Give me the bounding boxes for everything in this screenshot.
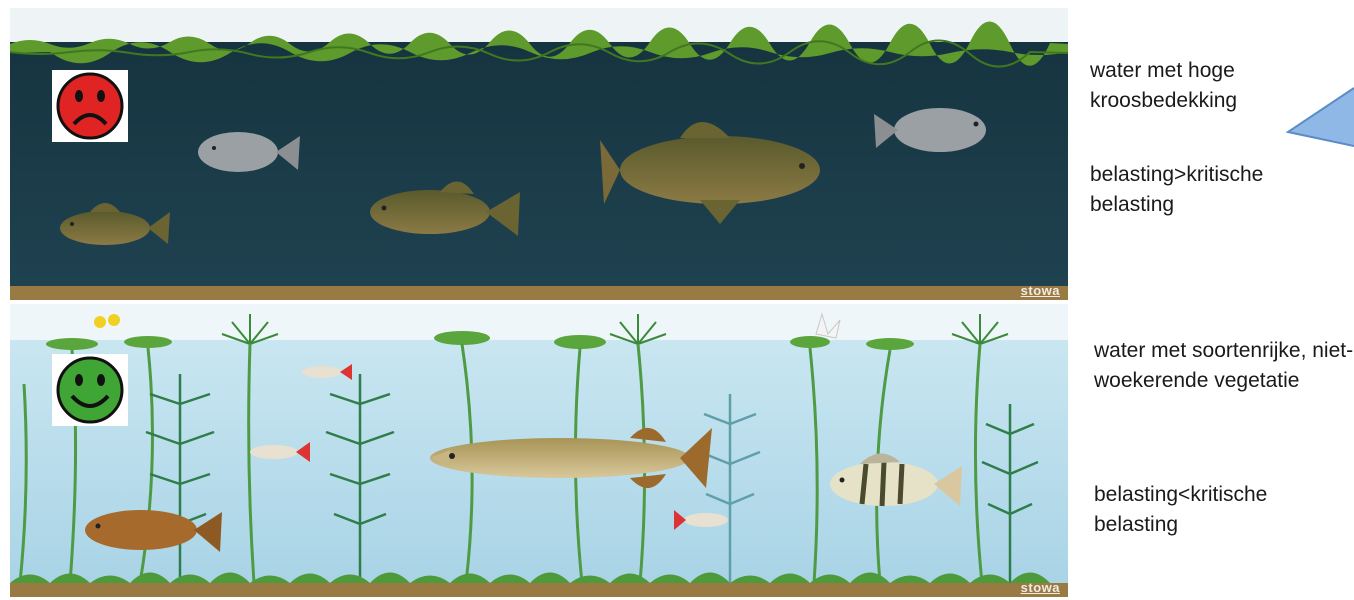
- dark-water: [10, 42, 1068, 287]
- sediment-layer: [10, 583, 1068, 597]
- top-condition: belasting>kritische belasting: [1090, 160, 1320, 220]
- bottom-description: water met soortenrijke, niet-woekerende …: [1094, 336, 1354, 396]
- callout-pointer: [1286, 86, 1354, 148]
- sad-face-icon: [52, 70, 128, 142]
- turbid-water-illustration: [10, 8, 1068, 300]
- bottom-condition: belasting<kritische belasting: [1094, 480, 1324, 540]
- stowa-credit: stowa: [1021, 580, 1060, 595]
- clear-water-panel: stowa: [10, 304, 1068, 597]
- happy-face-icon: [52, 354, 128, 426]
- turbid-water-panel: stowa: [10, 8, 1068, 300]
- top-description: water met hoge kroosbedekking: [1090, 56, 1310, 116]
- stowa-credit: stowa: [1021, 283, 1060, 298]
- sediment-layer: [10, 286, 1068, 300]
- clear-water-illustration: [10, 304, 1068, 597]
